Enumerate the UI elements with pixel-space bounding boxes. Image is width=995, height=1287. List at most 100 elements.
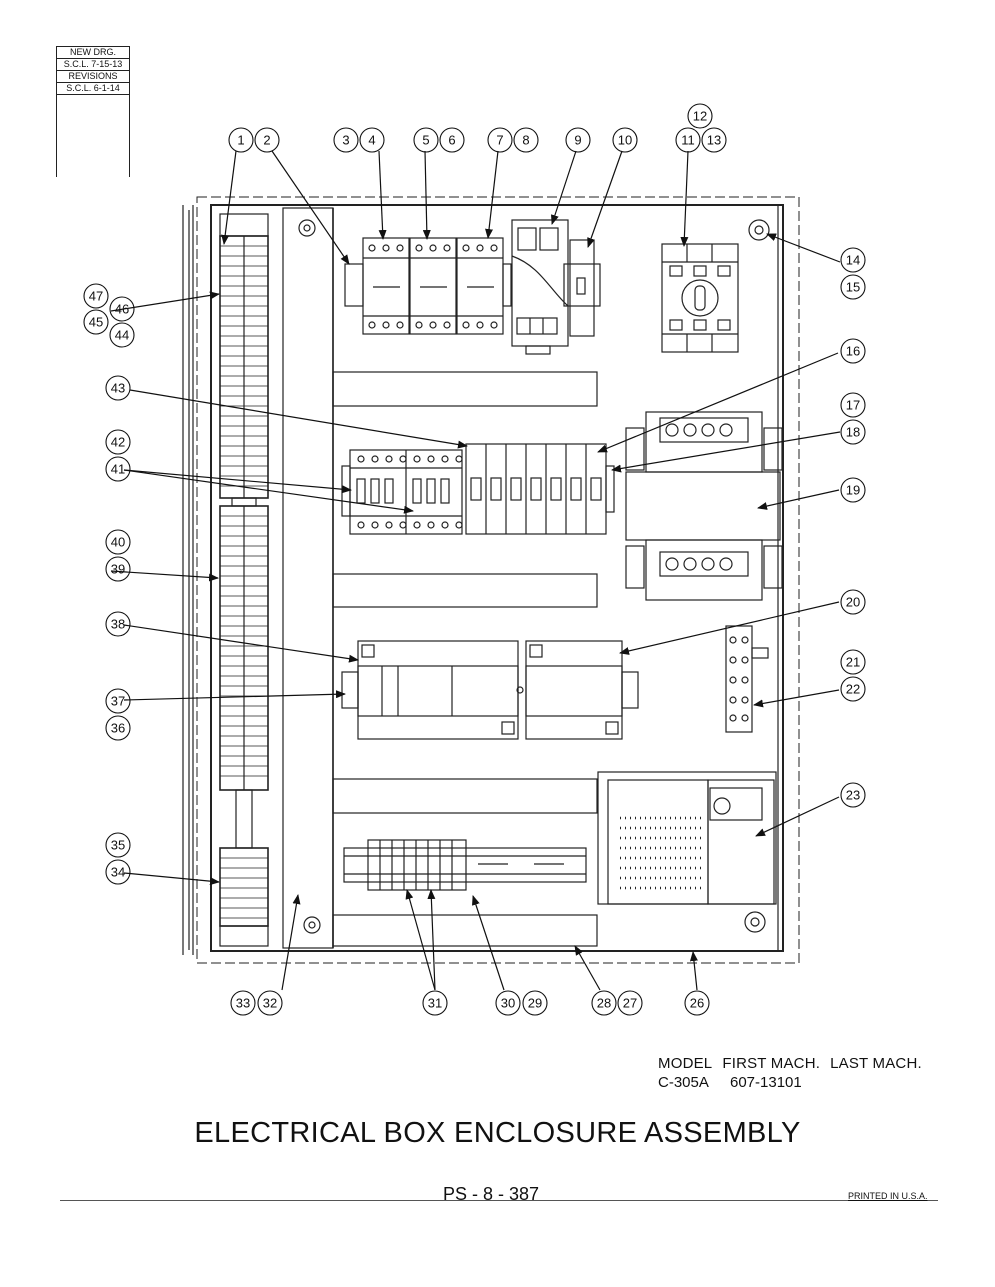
callout-22: 22 [846,682,860,697]
first-mach-header: FIRST MACH. [722,1055,821,1072]
callout-15: 15 [846,280,860,295]
callout-circle-10 [612,127,638,153]
fuse-holder [563,239,601,337]
callout-circle-12 [687,103,713,129]
callout-45: 45 [89,315,103,330]
callout-20: 20 [846,595,860,610]
last-mach-header: LAST MACH. [830,1055,922,1072]
callout-circle-44 [109,322,135,348]
callout-2: 2 [263,133,270,148]
callout-21: 21 [846,655,860,670]
callout-circle-47 [83,283,109,309]
callout-28: 28 [597,996,611,1011]
callout-32: 32 [263,996,277,1011]
disconnect-switch [661,243,739,353]
callout-circle-1 [228,127,254,153]
revision-date-1: S.C.L. 7-15-13 [57,59,129,71]
callout-circle-36 [105,715,131,741]
callout-circle-2 [254,127,280,153]
callout-4: 4 [368,133,375,148]
model-table-header: MODEL FIRST MACH. LAST MACH. [658,1055,932,1072]
callout-18: 18 [846,425,860,440]
callout-circle-40 [105,529,131,555]
callout-33: 33 [236,996,250,1011]
callout-34: 34 [111,865,125,880]
callout-35: 35 [111,838,125,853]
callout-circle-30 [495,990,521,1016]
callout-circle-9 [565,127,591,153]
callout-39: 39 [111,562,125,577]
callout-circle-7 [487,127,513,153]
footer-rule [60,1200,938,1201]
model-value: C-305A [658,1074,709,1091]
revision-block: NEW DRG. S.C.L. 7-15-13 REVISIONS S.C.L.… [56,46,130,177]
callout-circle-6 [439,127,465,153]
callout-circle-22 [840,676,866,702]
callout-circle-37 [105,688,131,714]
callout-circle-26 [684,990,710,1016]
screw-bottom [303,916,321,934]
callout-circle-34 [105,859,131,885]
callout-31: 31 [428,996,442,1011]
callout-27: 27 [623,996,637,1011]
vfd-vent-grid [620,816,704,890]
callout-30: 30 [501,996,515,1011]
callout-circle-11 [675,127,701,153]
din-rail-terminals [343,839,587,891]
callout-circle-33 [230,990,256,1016]
printed-in-usa: PRINTED IN U.S.A. [848,1191,928,1201]
callout-11: 11 [681,133,695,148]
screw-top [298,219,316,237]
callout-16: 16 [846,344,860,359]
horizontal-wire-ducts [332,371,598,947]
page-number: PS - 8 - 387 [443,1184,540,1204]
callout-46: 46 [115,302,129,317]
vertical-wire-duct [282,207,334,949]
revision-new-drg: NEW DRG. [57,47,129,59]
callout-balloons: 1 2 3 4 5 6 7 8 9 10 12 11 13 1 [83,103,866,1016]
callout-42: 42 [111,435,125,450]
terminal-strip [219,213,269,947]
callout-38: 38 [111,617,125,632]
callout-43: 43 [111,381,125,396]
callout-circle-32 [257,990,283,1016]
power-supply [511,219,569,355]
model-header: MODEL [658,1055,713,1072]
callout-36: 36 [111,721,125,736]
callout-41: 41 [111,462,125,477]
callout-circle-4 [359,127,385,153]
callout-circle-20 [840,589,866,615]
callout-circle-18 [840,419,866,445]
callout-8: 8 [522,133,529,148]
callout-circle-29 [522,990,548,1016]
callout-6: 6 [448,133,455,148]
callout-circle-14 [840,247,866,273]
overload-relays [341,449,463,535]
callout-circle-42 [105,429,131,455]
callout-3: 3 [342,133,349,148]
callout-44: 44 [115,328,129,343]
callout-29: 29 [528,996,542,1011]
callout-circle-15 [840,274,866,300]
callout-circle-43 [105,375,131,401]
callout-circle-46 [109,296,135,322]
variable-frequency-drive [597,771,777,933]
callout-23: 23 [846,788,860,803]
callout-circle-21 [840,649,866,675]
callout-circle-5 [413,127,439,153]
circuit-breakers [465,443,615,535]
callout-47: 47 [89,289,103,304]
callout-40: 40 [111,535,125,550]
callout-circle-3 [333,127,359,153]
callout-37: 37 [111,694,125,709]
relay-socket [725,625,769,733]
callout-17: 17 [846,398,860,413]
callout-circle-28 [591,990,617,1016]
callout-leaders [110,150,841,991]
callout-26: 26 [690,996,704,1011]
transformer [625,411,783,601]
callout-circle-31 [422,990,448,1016]
